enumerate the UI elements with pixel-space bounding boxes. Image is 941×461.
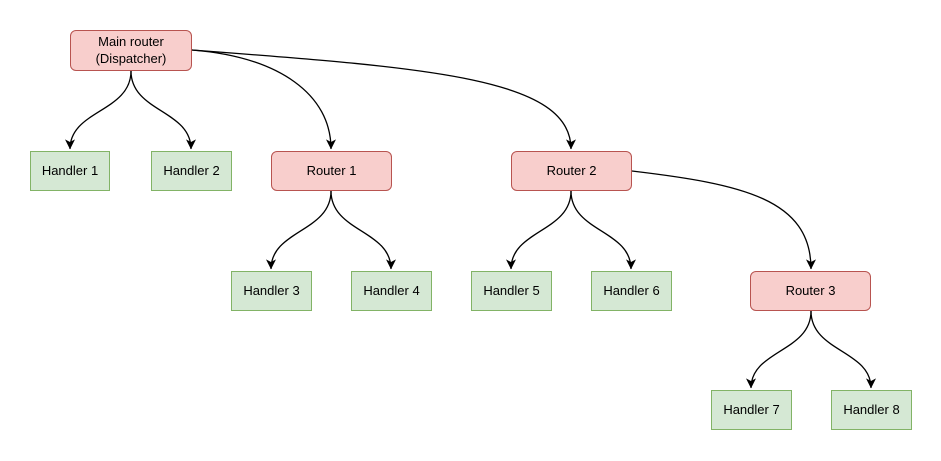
edge-router-1-to-handler-3 <box>266 190 332 270</box>
node-handler-7: Handler 7 <box>711 390 792 430</box>
edge-router-3-to-handler-7 <box>746 310 812 389</box>
node-handler-1: Handler 1 <box>30 151 110 191</box>
node-handler-4: Handler 4 <box>351 271 432 311</box>
node-router-2-label: Router 2 <box>546 162 597 178</box>
node-handler-8-label: Handler 8 <box>843 401 900 417</box>
edge-main-router-to-router-1 <box>191 49 336 150</box>
node-router-3: Router 3 <box>750 271 871 311</box>
node-router-1: Router 1 <box>271 151 392 191</box>
node-main-router-label-line1: Main router <box>98 33 164 49</box>
edge-main-router-to-router-2 <box>191 49 576 150</box>
node-handler-4-label: Handler 4 <box>363 282 420 298</box>
edge-main-router-to-handler-2 <box>130 70 196 150</box>
edge-router-3-to-handler-8 <box>810 310 876 389</box>
node-handler-6-label: Handler 6 <box>603 282 660 298</box>
edge-router-2-to-handler-5 <box>506 190 572 270</box>
node-handler-5: Handler 5 <box>471 271 552 311</box>
node-handler-3-label: Handler 3 <box>243 282 300 298</box>
node-handler-2: Handler 2 <box>151 151 232 191</box>
node-main-router: Main router (Dispatcher) <box>70 30 192 71</box>
node-handler-8: Handler 8 <box>831 390 912 430</box>
edge-router-2-to-handler-6 <box>570 190 636 270</box>
node-handler-6: Handler 6 <box>591 271 672 311</box>
edge-router-2-to-router-3 <box>631 170 816 270</box>
edge-main-router-to-handler-1 <box>65 70 132 150</box>
node-router-3-label: Router 3 <box>785 282 836 298</box>
node-handler-3: Handler 3 <box>231 271 312 311</box>
node-handler-5-label: Handler 5 <box>483 282 540 298</box>
node-handler-7-label: Handler 7 <box>723 401 780 417</box>
node-router-2: Router 2 <box>511 151 632 191</box>
edge-router-1-to-handler-4 <box>330 190 396 270</box>
node-handler-1-label: Handler 1 <box>41 162 99 178</box>
node-router-1-label: Router 1 <box>306 162 357 178</box>
node-main-router-label: Main router (Dispatcher) <box>96 34 167 67</box>
node-main-router-label-line2: (Dispatcher) <box>95 50 167 66</box>
node-handler-2-label: Handler 2 <box>163 162 220 178</box>
